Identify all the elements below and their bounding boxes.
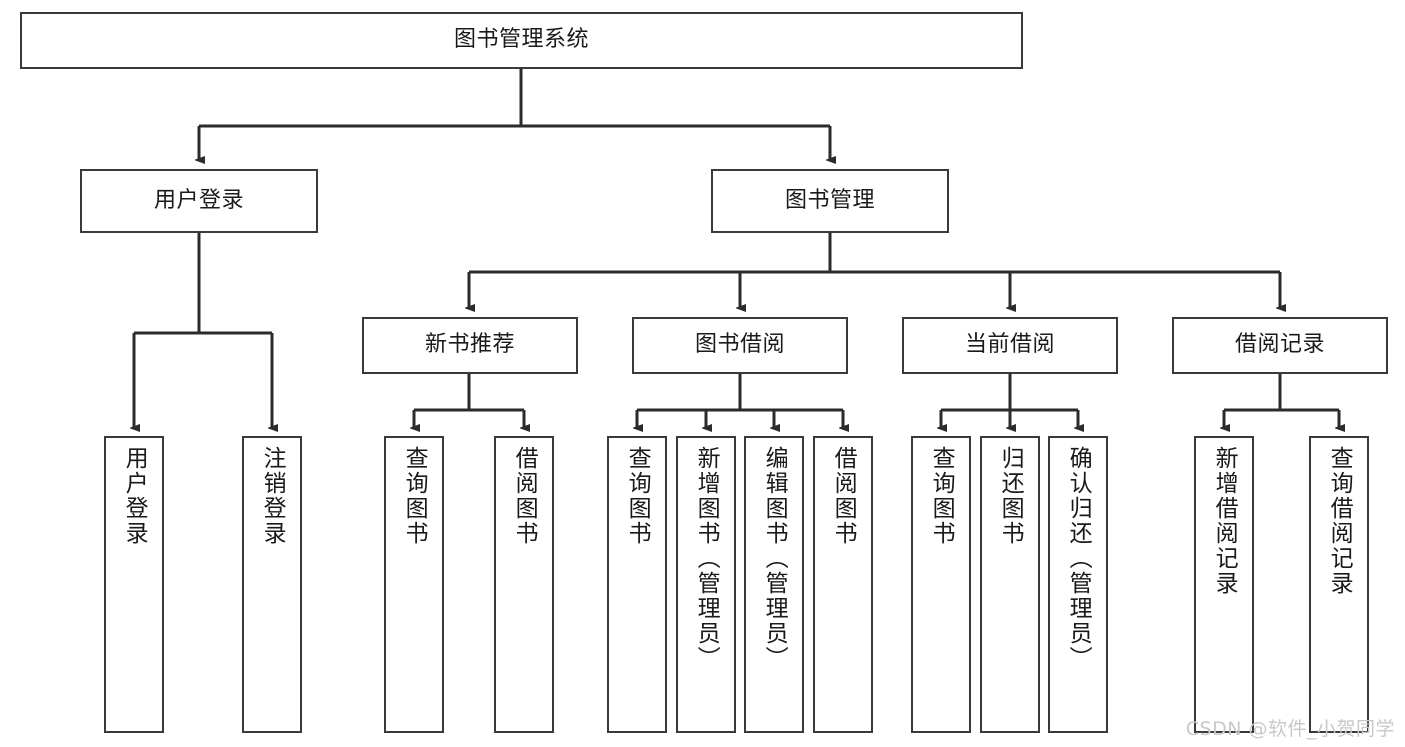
node-leaf-user-login[interactable]: 用户登录 [104, 436, 164, 733]
node-label: 编辑图书（管理员） [761, 446, 788, 671]
node-current-borrow[interactable]: 当前借阅 [902, 317, 1118, 374]
node-label: 图书管理系统 [453, 27, 589, 53]
node-label: 借阅记录 [1234, 332, 1325, 358]
node-label: 当前借阅 [964, 332, 1055, 358]
node-label: 用户登录 [121, 446, 148, 546]
node-label: 确认归还（管理员） [1065, 446, 1092, 671]
node-leaf-return-book[interactable]: 归还图书 [980, 436, 1040, 733]
node-leaf-query-borrow-record[interactable]: 查询借阅记录 [1309, 436, 1369, 733]
node-label: 查询图书 [624, 446, 651, 546]
node-leaf-logout[interactable]: 注销登录 [242, 436, 302, 733]
node-label: 新增图书（管理员） [693, 446, 720, 671]
node-new-book-recommend[interactable]: 新书推荐 [362, 317, 578, 374]
node-leaf-add-borrow-record[interactable]: 新增借阅记录 [1194, 436, 1254, 733]
node-borrow-record[interactable]: 借阅记录 [1172, 317, 1388, 374]
node-root-book-management-system[interactable]: 图书管理系统 [20, 12, 1023, 69]
node-user-login[interactable]: 用户登录 [80, 169, 318, 233]
node-leaf-borrow-book[interactable]: 借阅图书 [813, 436, 873, 733]
node-label: 借阅图书 [511, 446, 538, 546]
node-leaf-query-book-recommend[interactable]: 查询图书 [384, 436, 444, 733]
node-label: 查询图书 [928, 446, 955, 546]
node-leaf-edit-book-admin[interactable]: 编辑图书（管理员） [744, 436, 804, 733]
node-label: 图书借阅 [694, 332, 785, 358]
node-label: 归还图书 [997, 446, 1024, 546]
watermark-text: CSDN @软件_小贺同学 [1185, 718, 1395, 740]
node-book-borrow[interactable]: 图书借阅 [632, 317, 848, 374]
node-leaf-add-book-admin[interactable]: 新增图书（管理员） [676, 436, 736, 733]
node-label: 新书推荐 [424, 332, 515, 358]
node-label: 借阅图书 [830, 446, 857, 546]
node-label: 用户登录 [153, 187, 244, 213]
node-label: 注销登录 [259, 446, 286, 546]
node-label: 查询借阅记录 [1326, 446, 1353, 596]
node-book-management[interactable]: 图书管理 [711, 169, 949, 233]
node-leaf-confirm-return-admin[interactable]: 确认归还（管理员） [1048, 436, 1108, 733]
node-label: 新增借阅记录 [1211, 446, 1238, 596]
node-label: 查询图书 [401, 446, 428, 546]
node-leaf-query-book-current[interactable]: 查询图书 [911, 436, 971, 733]
node-leaf-query-book-borrow[interactable]: 查询图书 [607, 436, 667, 733]
node-leaf-borrow-book-recommend[interactable]: 借阅图书 [494, 436, 554, 733]
node-label: 图书管理 [784, 187, 875, 213]
